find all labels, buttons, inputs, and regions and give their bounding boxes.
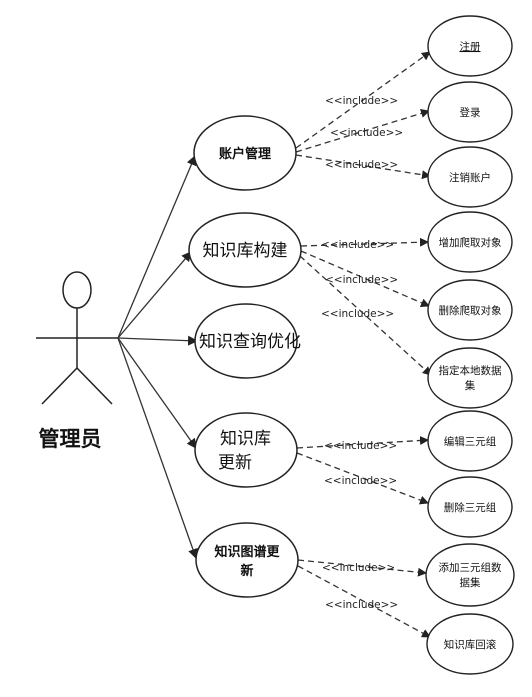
use-case-label-line-2: 集 (465, 379, 476, 392)
use-case-label-line-1: 知识图谱更 (214, 544, 280, 560)
assoc-kb-query-opt (117, 335, 198, 346)
use-case-ellipse (427, 211, 513, 273)
use-case-label: 账户管理 (219, 146, 271, 162)
use-case-ellipse (194, 412, 298, 488)
use-case-ellipse (427, 410, 513, 472)
use-case-label: 注销账户 (449, 171, 491, 184)
include-line-edit-triple (296, 435, 429, 449)
assoc-kb-update (117, 337, 197, 449)
use-case-label-line-2: 据集 (460, 576, 481, 589)
use-case-label: 知识查询优化 (199, 332, 301, 352)
use-case-label: 删除爬取对象 (439, 304, 502, 317)
include-label: <<include>> (321, 308, 394, 320)
use-case-kb-build[interactable]: 知识库构建 (188, 212, 302, 288)
assoc-kg-update (117, 337, 198, 559)
use-case-label: 增加爬取对象 (439, 236, 502, 249)
actor-leg-left (41, 367, 78, 405)
assoc-account-mgmt (117, 155, 197, 339)
include-line-add-triple-dataset (297, 559, 427, 577)
include-label: <<include>> (325, 159, 398, 171)
use-case-label-line-1: 添加三元组数 (439, 561, 502, 574)
use-case-label-line-1: 知识库 (220, 429, 271, 449)
use-case-label: 删除三元组 (444, 501, 497, 514)
use-case-kg-update[interactable]: 知识图谱更 新 (195, 522, 299, 598)
include-line-register (295, 51, 431, 149)
use-case-ellipse (195, 522, 299, 598)
use-case-edit-triple[interactable]: 编辑三元组 (427, 410, 513, 472)
use-case-add-triple-dataset[interactable]: 添加三元组数 据集 (425, 543, 515, 607)
use-case-label-line-2: 更新 (218, 453, 252, 473)
use-case-login[interactable]: 登录 (427, 81, 513, 143)
use-case-ellipse (427, 15, 513, 77)
use-case-account-mgmt[interactable]: 账户管理 (193, 115, 297, 191)
include-label: <<include>> (325, 599, 398, 611)
use-case-ellipse (427, 347, 513, 409)
actor-leg-right (76, 367, 113, 405)
include-line-kb-rollback (297, 565, 431, 638)
use-case-ellipse (194, 303, 298, 379)
include-line-login (295, 109, 430, 153)
use-case-ellipse (427, 146, 513, 208)
use-case-ellipse (425, 543, 515, 607)
use-case-label-line-2: 新 (240, 563, 253, 579)
use-case-delete-crawl[interactable]: 删除爬取对象 (427, 279, 513, 341)
use-case-ellipse (426, 613, 514, 675)
use-case-delete-triple[interactable]: 删除三元组 (427, 476, 513, 538)
include-label: <<include>> (325, 274, 398, 286)
actor-admin: 管理员 (36, 271, 118, 451)
include-label: <<include>> (325, 95, 398, 107)
actor-label: 管理员 (39, 427, 102, 451)
include-label: <<include>> (330, 127, 403, 139)
use-case-label: 编辑三元组 (444, 435, 497, 448)
use-case-ellipse (193, 115, 297, 191)
include-label: <<include>> (324, 475, 397, 487)
use-case-local-dataset[interactable]: 指定本地数据 集 (427, 347, 513, 409)
use-case-label: 登录 (460, 106, 481, 119)
include-labels: <<include>> <<include>> <<include>> <<in… (321, 95, 403, 611)
include-label: <<include>> (324, 440, 397, 452)
use-case-ellipse (427, 81, 513, 143)
associations (117, 155, 198, 559)
include-lines (295, 51, 432, 638)
use-case-kb-query-opt[interactable]: 知识查询优化 (194, 303, 301, 379)
use-case-register[interactable]: 注册 (427, 15, 513, 77)
include-line-deregister (295, 154, 431, 180)
use-case-add-crawl[interactable]: 增加爬取对象 (427, 211, 513, 273)
actor-head (62, 271, 92, 309)
use-case-label: 知识库回滚 (444, 638, 497, 651)
include-line-add-crawl (300, 237, 429, 247)
include-line-delete-triple (296, 452, 429, 505)
use-case-ellipse (427, 279, 513, 341)
use-case-label: 注册 (460, 40, 481, 53)
assoc-kb-build (117, 251, 192, 339)
include-line-delete-crawl (300, 250, 430, 307)
use-case-ellipse (427, 476, 513, 538)
include-label: <<include>> (322, 562, 395, 574)
use-case-kb-update[interactable]: 知识库 更新 (194, 412, 298, 488)
use-case-label-line-1: 指定本地数据 (439, 364, 502, 377)
include-label: <<include>> (321, 239, 394, 251)
use-case-kb-rollback[interactable]: 知识库回滚 (426, 613, 514, 675)
use-case-deregister[interactable]: 注销账户 (427, 146, 513, 208)
use-case-label: 知识库构建 (203, 241, 288, 261)
use-case-ellipse (188, 212, 302, 288)
